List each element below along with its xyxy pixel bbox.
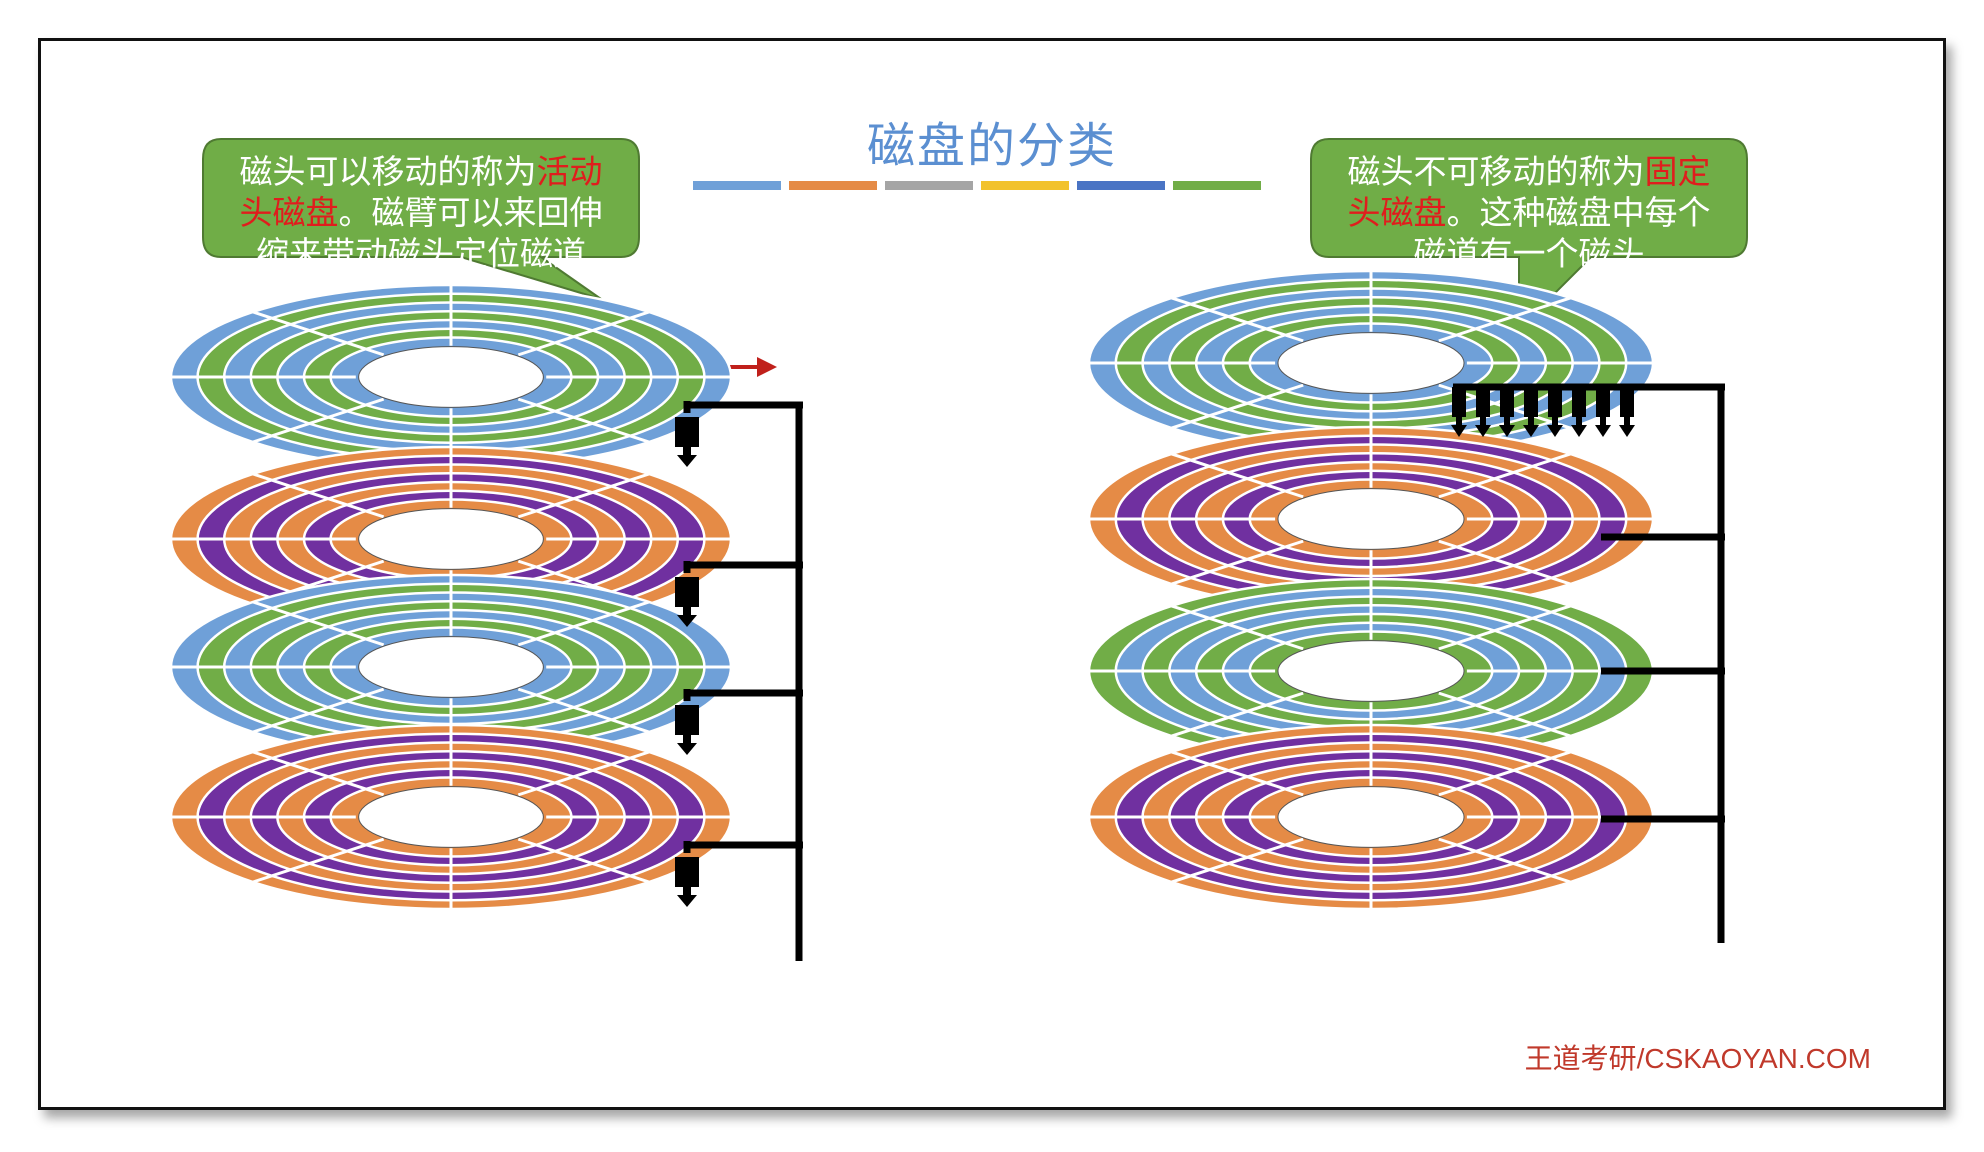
callout-highlight: 固定 bbox=[1645, 152, 1711, 191]
left-head-3 bbox=[675, 705, 699, 755]
right-fixed-head-8 bbox=[1619, 387, 1635, 437]
right-fixed-head-6 bbox=[1571, 387, 1587, 437]
left-platter-4 bbox=[171, 725, 731, 909]
callout-highlight: 活动 bbox=[537, 152, 603, 191]
right-callout-text: 磁头不可移动的称为固定头磁盘。这种磁盘中每个磁道有一个磁头 bbox=[1311, 151, 1747, 274]
callout-line: 磁头可以移动的称为活动 bbox=[203, 151, 639, 192]
callout-highlight: 头磁盘 bbox=[240, 193, 339, 232]
credit-text: 王道考研/CSKAOYAN.COM bbox=[1525, 1037, 1871, 1077]
left-head-4 bbox=[675, 857, 699, 907]
callout-text: 磁头不可移动的称为 bbox=[1348, 152, 1645, 191]
callout-highlight: 头磁盘 bbox=[1348, 193, 1447, 232]
left-platter-1 bbox=[171, 285, 731, 469]
callout-text: 磁道有一个磁头 bbox=[1414, 234, 1645, 273]
left-head-1 bbox=[675, 417, 699, 467]
right-fixed-head-7 bbox=[1595, 387, 1611, 437]
callout-text: 缩来带动磁头定位磁道 bbox=[256, 234, 586, 273]
callout-line: 头磁盘。这种磁盘中每个 bbox=[1311, 192, 1747, 233]
callout-text: 。磁臂可以来回伸 bbox=[339, 193, 603, 232]
callout-line: 磁道有一个磁头 bbox=[1311, 233, 1747, 274]
left-callout-text: 磁头可以移动的称为活动头磁盘。磁臂可以来回伸缩来带动磁头定位磁道 bbox=[203, 151, 639, 274]
slide: 磁盘的分类 磁头可以移动的称为活动头磁盘。磁臂可以来回伸缩来带动磁头定位磁道 磁… bbox=[38, 38, 1946, 1110]
callout-line: 缩来带动磁头定位磁道 bbox=[203, 233, 639, 274]
callout-line: 磁头不可移动的称为固定 bbox=[1311, 151, 1747, 192]
callout-text: 。这种磁盘中每个 bbox=[1447, 193, 1711, 232]
right-platter-4 bbox=[1089, 725, 1653, 909]
callout-line: 头磁盘。磁臂可以来回伸 bbox=[203, 192, 639, 233]
callout-text: 磁头可以移动的称为 bbox=[240, 152, 537, 191]
